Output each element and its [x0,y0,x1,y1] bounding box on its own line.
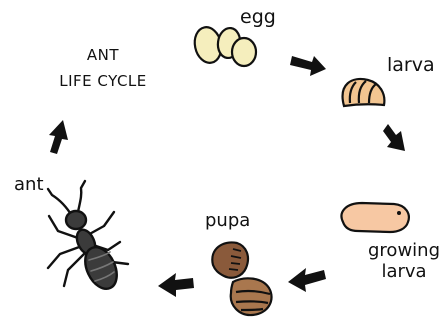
growing-larva-icon [342,203,409,232]
larva-icon [343,79,385,106]
arrow-icon [158,273,194,297]
pupa-icon [212,242,271,315]
arrow-icon [383,124,405,151]
arrow-icon [290,56,326,76]
arrow-icon [288,268,326,292]
ant-icon [48,181,128,294]
eggs-icon [192,25,256,66]
arrow-icon [49,120,68,154]
